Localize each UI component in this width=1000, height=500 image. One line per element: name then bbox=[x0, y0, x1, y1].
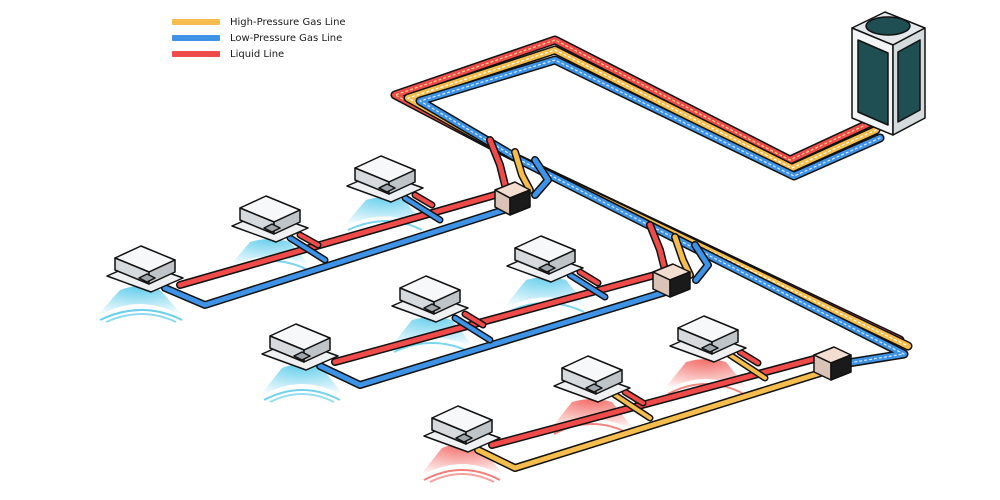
branch-line-2 bbox=[316, 268, 676, 389]
branch-line-3 bbox=[474, 348, 834, 472]
legend-swatch-high-pressure-gas bbox=[172, 19, 220, 25]
branch-drops bbox=[486, 136, 712, 284]
vrf-outdoor-unit-icon bbox=[851, 11, 926, 136]
legend-swatch-liquid-line bbox=[172, 51, 220, 57]
legend-swatch-low-pressure-gas bbox=[172, 35, 220, 41]
ceiling-cassette-icon bbox=[391, 275, 469, 323]
legend-label: Low-Pressure Gas Line bbox=[230, 32, 343, 44]
legend-item-liquid-line: Liquid Line bbox=[172, 46, 346, 62]
branch-selector-box-icon bbox=[813, 346, 852, 381]
branch-line-1 bbox=[161, 191, 514, 309]
main-trunk bbox=[390, 35, 913, 369]
legend-item-low-pressure-gas: Low-Pressure Gas Line bbox=[172, 30, 346, 46]
ceiling-cassette-icon bbox=[553, 355, 631, 403]
ceiling-cassette-icon bbox=[506, 235, 584, 283]
branch-boxes bbox=[494, 181, 852, 381]
legend-label: High-Pressure Gas Line bbox=[230, 16, 346, 28]
legend: High-Pressure Gas Line Low-Pressure Gas … bbox=[172, 14, 346, 62]
cooling-airflow bbox=[95, 197, 590, 403]
branch-selector-box-icon bbox=[494, 181, 531, 216]
ceiling-cassette-icon bbox=[261, 323, 339, 371]
legend-item-high-pressure-gas: High-Pressure Gas Line bbox=[172, 14, 346, 30]
ceiling-cassette-icon bbox=[346, 155, 424, 203]
ceiling-cassette-icon bbox=[231, 195, 309, 243]
branch-selector-box-icon bbox=[652, 263, 691, 298]
indoor-units bbox=[106, 155, 747, 453]
refrigerant-pipes bbox=[161, 35, 913, 472]
ceiling-cassette-icon bbox=[106, 245, 184, 293]
legend-label: Liquid Line bbox=[230, 48, 285, 60]
ceiling-cassette-icon bbox=[423, 405, 501, 453]
ceiling-cassette-icon bbox=[669, 315, 747, 363]
